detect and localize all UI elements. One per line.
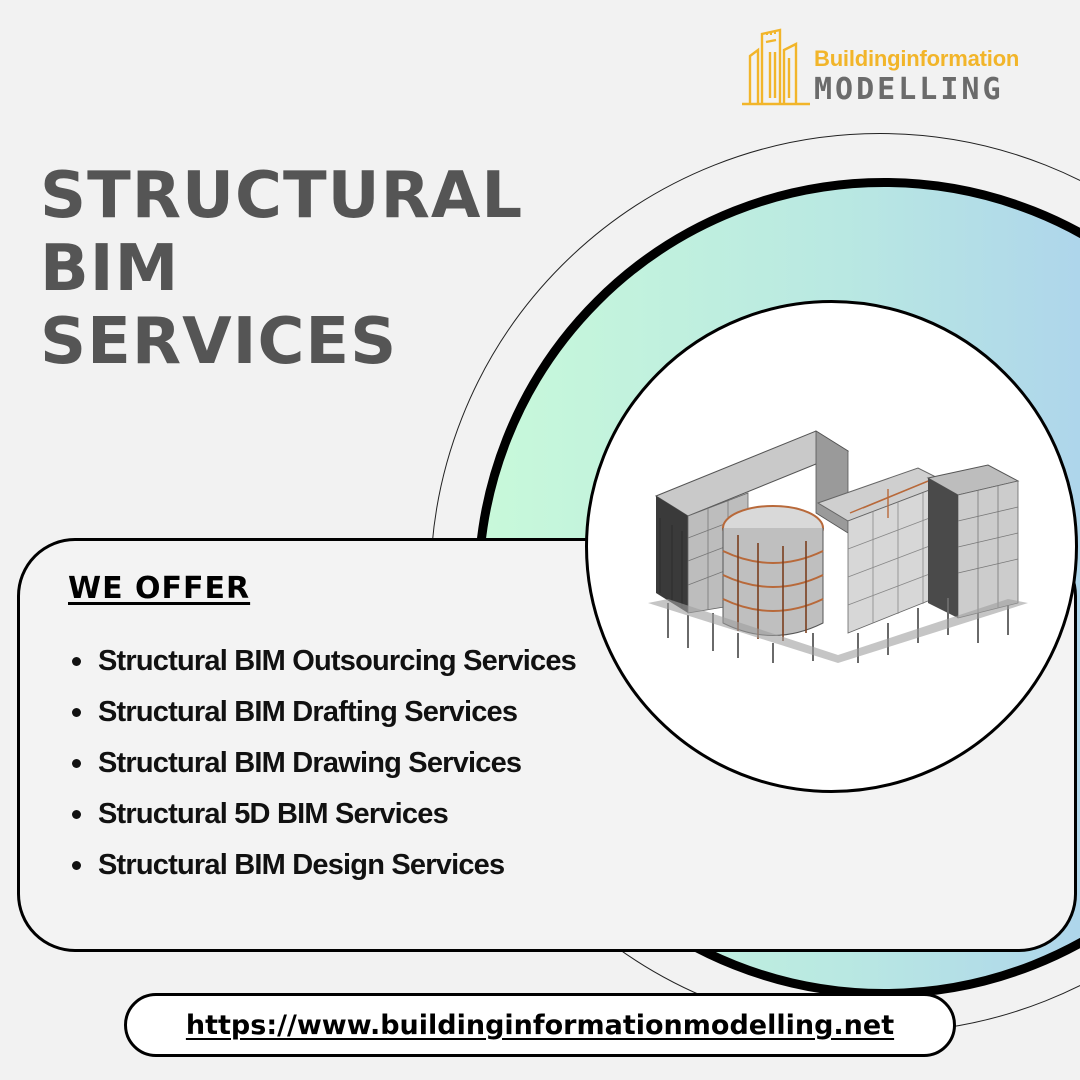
- title-line: BIM: [40, 232, 180, 306]
- bullet-icon: [72, 810, 81, 819]
- website-link[interactable]: https://www.buildinginformationmodelling…: [124, 993, 956, 1057]
- service-label: Structural 5D BIM Services: [98, 798, 449, 830]
- logo-text-bottom: MODELLING: [814, 72, 1004, 107]
- services-list: Structural BIM Outsourcing Services Stru…: [68, 644, 577, 899]
- title-line: SERVICES: [40, 305, 398, 379]
- list-item: Structural BIM Outsourcing Services: [68, 644, 577, 695]
- bullet-icon: [72, 708, 81, 717]
- structural-building-model-icon: [648, 430, 1028, 663]
- illustration-circle: [585, 300, 1078, 793]
- list-item: Structural BIM Drawing Services: [68, 746, 576, 797]
- bullet-icon: [72, 657, 81, 666]
- brand-logo[interactable]: Buildinginformation MODELLING: [740, 28, 1050, 108]
- services-panel: WE OFFER Structural BIM Outsourcing Serv…: [17, 538, 1077, 952]
- list-item: Structural BIM Design Services: [68, 848, 576, 899]
- list-item: Structural BIM Drafting Services: [68, 695, 576, 746]
- page-title: STRUCTURAL BIM SERVICES: [40, 160, 600, 379]
- bullet-icon: [72, 861, 81, 870]
- title-line: STRUCTURAL: [40, 159, 524, 233]
- website-url[interactable]: https://www.buildinginformationmodelling…: [185, 1009, 895, 1041]
- logo-text-top: Buildinginformation: [814, 46, 1020, 71]
- list-item: Structural 5D BIM Services: [68, 797, 576, 848]
- building-towers-icon: [742, 28, 810, 106]
- service-label: Structural BIM Design Services: [98, 849, 505, 881]
- service-label: Structural BIM Drafting Services: [98, 696, 518, 728]
- bullet-icon: [72, 759, 81, 768]
- service-label: Structural BIM Outsourcing Services: [98, 645, 577, 677]
- service-label: Structural BIM Drawing Services: [98, 747, 522, 779]
- services-heading: WE OFFER: [68, 571, 251, 606]
